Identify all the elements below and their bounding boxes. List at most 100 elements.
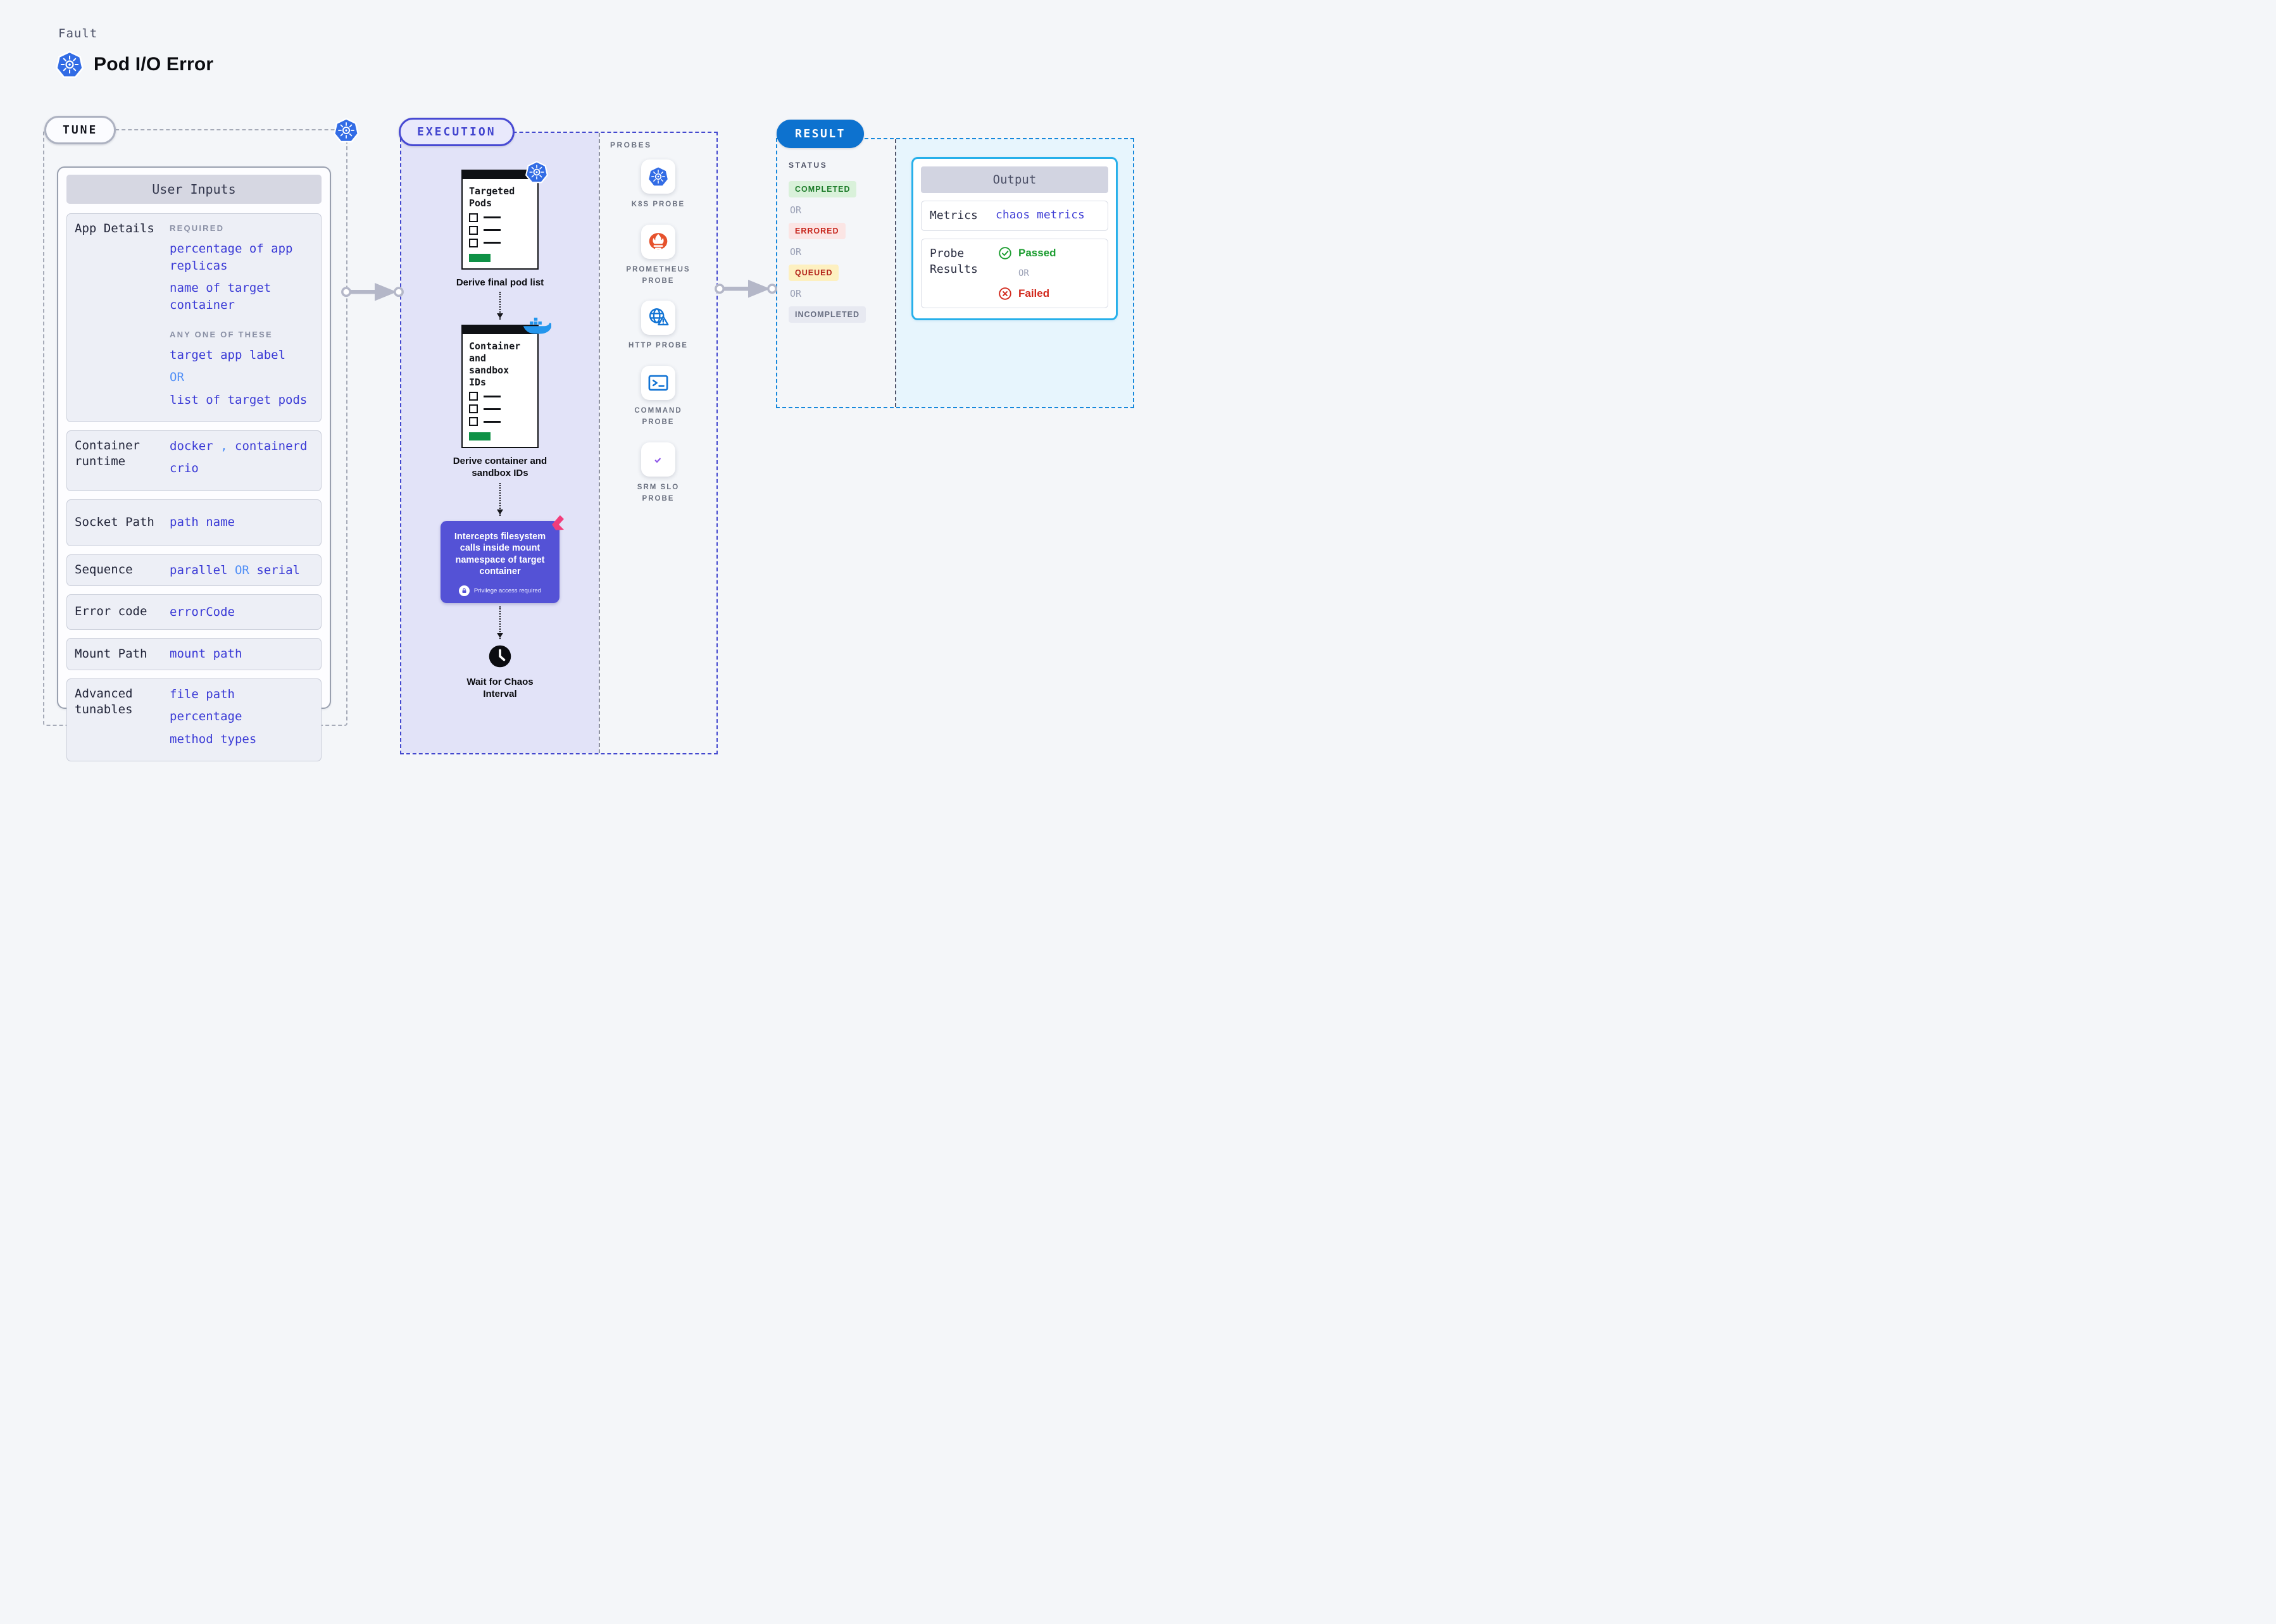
row-error-code: Error code errorCode xyxy=(66,594,322,630)
tune-badge: TUNE xyxy=(44,116,116,144)
row-app-details: App Details REQUIRED percentage of app r… xyxy=(66,213,322,422)
probe-item-http: HTTP PROBE xyxy=(600,301,716,352)
metrics-row: Metrics chaos metrics xyxy=(921,201,1108,232)
kubernetes-icon xyxy=(641,159,675,194)
row-label: Sequence xyxy=(75,563,133,577)
green-bar-glyph xyxy=(469,253,491,262)
row-sequence: Sequence parallel OR serial xyxy=(66,554,322,587)
checkbox-glyph xyxy=(469,404,478,414)
checkbox-glyph xyxy=(469,213,478,222)
doc-title: Targeted Pods xyxy=(469,185,515,209)
row-label: Mount Path xyxy=(75,646,147,661)
row-label: Error code xyxy=(75,604,147,619)
probe-results-label: Probe Results xyxy=(930,247,978,276)
input-value: list of target pods xyxy=(170,392,308,407)
row-container-runtime: Container runtime docker , containerd cr… xyxy=(66,430,322,491)
doc-titlebar xyxy=(463,326,537,337)
intercept-text: Intercepts filesystem calls inside mount… xyxy=(454,531,546,577)
doc-title: Container and sandbox IDs xyxy=(469,340,521,388)
flow-arrow-probes-to-result xyxy=(715,280,777,298)
doc-step-container-sandbox-ids: Container and sandbox IDs xyxy=(461,325,539,449)
input-value: percentage xyxy=(170,709,242,724)
page-title-row: Pod I/O Error xyxy=(56,51,213,78)
or-label: OR xyxy=(1018,268,1029,279)
result-section: STATUS COMPLETED OR ERRORED OR QUEUED OR… xyxy=(776,138,1134,408)
status-panel: STATUS COMPLETED OR ERRORED OR QUEUED OR… xyxy=(777,139,896,407)
step-caption: Wait for Chaos Interval xyxy=(466,676,534,699)
line-glyph xyxy=(484,229,501,231)
execution-badge: EXECUTION xyxy=(399,118,515,146)
status-badge-incompleted: INCOMPLETED xyxy=(789,306,866,323)
flow-connector xyxy=(497,482,503,516)
result-badge: RESULT xyxy=(777,120,865,148)
input-value: serial xyxy=(256,563,300,577)
input-value: file path xyxy=(170,687,235,701)
checkbox-glyph xyxy=(469,238,478,247)
or-label: OR xyxy=(790,246,802,258)
or-label: OR xyxy=(790,288,802,299)
probe-results-row: Probe Results Passed OR Failed xyxy=(921,239,1108,309)
probe-item-prometheus: PROMETHEUS PROBE xyxy=(600,224,716,287)
line-glyph xyxy=(484,216,501,218)
metrics-label: Metrics xyxy=(930,209,978,222)
intercept-step-box: Intercepts filesystem calls inside mount… xyxy=(441,521,560,603)
probes-heading: PROBES xyxy=(610,141,652,149)
input-value: percentage of app replicas xyxy=(170,242,293,273)
probe-item-k8s: K8S PROBE xyxy=(600,159,716,211)
probe-label: K8S PROBE xyxy=(631,201,685,208)
step-caption: Derive container and sandbox IDs xyxy=(453,456,547,478)
probe-item-srm-slo: SRM SLO PROBE xyxy=(600,442,716,505)
or-label: OR xyxy=(170,370,184,385)
fault-eyebrow: Fault xyxy=(58,27,98,41)
output-card: Output Metrics chaos metrics Probe Resul… xyxy=(911,157,1118,321)
or-label: OR xyxy=(234,563,249,577)
row-values: path name xyxy=(170,514,313,531)
flow-connector xyxy=(497,606,503,639)
input-value: crio xyxy=(170,461,199,476)
prometheus-icon xyxy=(641,224,675,259)
input-value: path name xyxy=(170,515,235,530)
row-values: REQUIRED percentage of app replicas name… xyxy=(170,221,313,415)
checkbox-glyph xyxy=(469,225,478,235)
failed-row: Failed xyxy=(998,287,1099,301)
passed-row: Passed xyxy=(998,246,1099,260)
input-value: mount path xyxy=(170,647,242,661)
probes-panel: PROBES K8S PROBE PROMETHEUS PROBE HTTP P… xyxy=(599,133,716,753)
row-values: errorCode xyxy=(170,604,313,621)
row-socket-path: Socket Path path name xyxy=(66,499,322,546)
any-one-heading: ANY ONE OF THESE xyxy=(170,329,273,339)
user-inputs-card: User Inputs App Details REQUIRED percent… xyxy=(57,166,331,761)
row-label: Socket Path xyxy=(75,515,154,529)
status-heading: STATUS xyxy=(789,161,828,170)
required-heading: REQUIRED xyxy=(170,223,225,233)
probe-label: PROMETHEUS PROBE xyxy=(626,265,691,285)
probe-item-command: COMMAND PROBE xyxy=(600,366,716,428)
status-badge-completed: COMPLETED xyxy=(789,181,857,197)
page-title: Pod I/O Error xyxy=(94,54,214,75)
clock-icon xyxy=(488,644,512,671)
doc-titlebar xyxy=(463,171,537,181)
input-value: method types xyxy=(170,732,257,746)
probe-label: COMMAND PROBE xyxy=(634,407,682,427)
check-circle-icon xyxy=(998,246,1012,260)
x-circle-icon xyxy=(998,287,1012,301)
row-values: parallel OR serial xyxy=(170,562,313,579)
probe-label: SRM SLO PROBE xyxy=(637,483,680,503)
doc-step-targeted-pods: Targeted Pods xyxy=(461,170,539,270)
input-value: parallel xyxy=(170,563,228,577)
line-glyph xyxy=(484,242,501,244)
terminal-icon xyxy=(641,366,675,401)
row-mount-path: Mount Path mount path xyxy=(66,638,322,670)
privilege-note-text: Privilege access required xyxy=(473,587,542,594)
flow-connector xyxy=(497,292,503,320)
line-glyph xyxy=(484,421,501,423)
green-bar-glyph xyxy=(469,432,491,441)
page: Fault Pod I/O Error TUNE User Inputs App… xyxy=(0,0,1138,812)
row-label: App Details xyxy=(75,222,154,235)
lock-icon xyxy=(458,585,470,596)
row-values: file path percentage method types xyxy=(170,686,313,754)
privilege-note: Privilege access required xyxy=(449,585,551,596)
slo-gauge-icon xyxy=(641,442,675,477)
passed-label: Passed xyxy=(1018,247,1056,259)
status-badge-errored: ERRORED xyxy=(789,223,846,239)
